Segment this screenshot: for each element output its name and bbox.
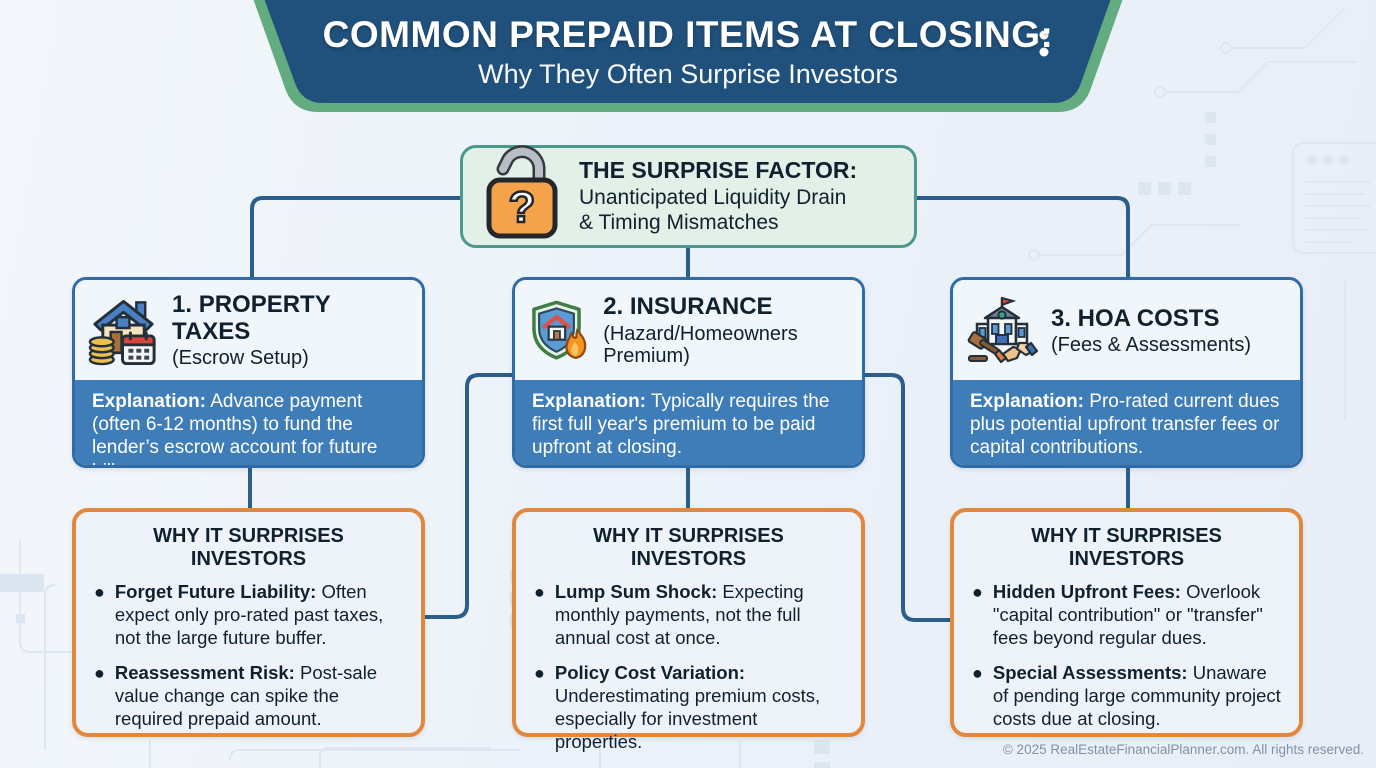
- why-title: WHY IT SURPRISES INVESTORS: [1031, 525, 1222, 570]
- bullet-lead: Hidden Upfront Fees:: [992, 581, 1181, 602]
- property-taxes-card-header: 1. PROPERTY TAXES (Escrow Setup): [75, 280, 422, 380]
- hoa-building-gavel-handshake-icon: [967, 296, 1039, 364]
- explanation-text: Pro-rated current dues plus potential up…: [970, 391, 1280, 459]
- why-bullet: ● Policy Cost Variation: Underestimating…: [534, 662, 843, 754]
- banner-blue-fill: [264, 0, 1111, 103]
- bullet-lead: Lump Sum Shock:: [554, 581, 718, 602]
- why-bullet: ● Hidden Upfront Fees: Overlook "capital…: [972, 581, 1281, 650]
- copyright-notice: © 2025 RealEstateFinancialPlanner.com. A…: [1002, 742, 1364, 757]
- insurance-card: 2. INSURANCE (Hazard/Homeowners Premium)…: [512, 277, 865, 468]
- page-subtitle: Why They Often Surprise Investors: [478, 58, 898, 89]
- hoa-costs-subtitle: (Fees & Assessments): [1051, 334, 1252, 356]
- insurance-why-box: WHY IT SURPRISES INVESTORS ● Lump Sum Sh…: [512, 508, 865, 752]
- hoa-costs-explanation: Explanation: Pro-rated current dues plus…: [953, 380, 1300, 465]
- property-taxes-why-box: WHY IT SURPRISES INVESTORS ● Forget Futu…: [72, 508, 425, 737]
- bullet-lead: Reassessment Risk:: [114, 661, 295, 683]
- insurance-explanation: Explanation: Typically requires the firs…: [515, 380, 862, 465]
- shield-house-flame-icon: [532, 300, 587, 360]
- insurance-card-header: 2. INSURANCE (Hazard/Homeowners Premium): [515, 280, 862, 380]
- bullet-text: Special Assessments: Unaware of pending …: [993, 662, 1281, 731]
- header-text: COMMON PREPAID ITEMS AT CLOSING: Why The…: [300, 14, 1076, 90]
- house-coins-calendar-icon: [88, 299, 156, 366]
- surprise-factor-box: ? THE SURPRISE FACTOR: Unanticipated Liq…: [460, 144, 917, 248]
- why-title: WHY IT SURPRISES INVESTORS: [593, 525, 784, 570]
- why-bullet: ● Reassessment Risk: Post-sale value cha…: [94, 662, 403, 731]
- explanation-text: Advance payment (often 6-12 months) to f…: [92, 391, 378, 465]
- surprise-factor-text: THE SURPRISE FACTOR: Unanticipated Liqui…: [579, 157, 857, 236]
- explanation-label: Explanation:: [970, 391, 1085, 412]
- surprise-factor-title: THE SURPRISE FACTOR:: [579, 157, 858, 184]
- open-padlock-question-icon: ?: [486, 144, 558, 238]
- property-taxes-title: 1. PROPERTY TAXES: [172, 291, 331, 345]
- why-bullet: ● Forget Future Liability: Often expect …: [94, 581, 403, 650]
- bullet-text: Hidden Upfront Fees: Overlook "capital c…: [993, 581, 1281, 650]
- bullet-rest: Post-sale value change can spike the req…: [114, 661, 378, 729]
- bullet-lead: Forget Future Liability:: [114, 581, 317, 602]
- bullet-rest: Unaware of pending large community proje…: [992, 661, 1281, 729]
- why-bullet: ● Lump Sum Shock: Expecting monthly paym…: [534, 581, 843, 650]
- bullet-rest: Often expect only pro-rated past taxes, …: [114, 581, 384, 648]
- hoa-costs-card: 3. HOA COSTS (Fees & Assessments) Explan…: [950, 277, 1303, 468]
- bullet-dot: ●: [94, 662, 105, 683]
- bullet-lead: Special Assessments:: [992, 661, 1188, 683]
- bullet-dot: ●: [972, 662, 983, 683]
- explanation-label: Explanation:: [92, 391, 207, 412]
- bullet-text: Reassessment Risk: Post-sale value chang…: [115, 662, 403, 731]
- property-taxes-card: 1. PROPERTY TAXES (Escrow Setup) Explana…: [72, 277, 425, 468]
- insurance-title: 2. INSURANCE: [603, 293, 773, 321]
- insurance-title-block: 2. INSURANCE (Hazard/Homeowners Premium): [603, 293, 852, 368]
- property-taxes-subtitle: (Escrow Setup): [172, 347, 309, 370]
- hoa-costs-title: 3. HOA COSTS: [1051, 304, 1220, 332]
- hoa-costs-why-box: WHY IT SURPRISES INVESTORS ● Hidden Upfr…: [950, 508, 1303, 737]
- banner-dot: [1039, 30, 1049, 40]
- header-banner: [253, 0, 1123, 112]
- bullet-dot: ●: [534, 582, 545, 602]
- bullet-dot: ●: [534, 662, 545, 683]
- banner-dot: [1039, 47, 1049, 57]
- insurance-subtitle: (Hazard/Homeowners Premium): [603, 322, 798, 368]
- bullet-text: Lump Sum Shock: Expecting monthly paymen…: [555, 581, 843, 650]
- bullet-dot: ●: [972, 582, 983, 602]
- bullet-rest: Overlook "capital contribution" or "tran…: [992, 581, 1263, 648]
- explanation-text: Typically requires the first full year's…: [532, 391, 830, 459]
- hoa-costs-title-block: 3. HOA COSTS (Fees & Assessments): [1051, 304, 1252, 357]
- bullet-rest: Underestimating premium costs, especiall…: [554, 684, 821, 752]
- explanation-label: Explanation:: [532, 391, 647, 412]
- why-bullet: ● Special Assessments: Unaware of pendin…: [972, 662, 1281, 731]
- property-taxes-title-block: 1. PROPERTY TAXES (Escrow Setup): [172, 292, 412, 369]
- bullet-dot: ●: [94, 582, 105, 602]
- surprise-factor-line2: & Timing Mismatches: [579, 211, 779, 235]
- bullet-text: Policy Cost Variation: Underestimating p…: [555, 662, 843, 754]
- bullet-lead: Policy Cost Variation:: [554, 661, 746, 683]
- page-title: COMMON PREPAID ITEMS AT CLOSING:: [322, 14, 1054, 55]
- bullet-rest: Expecting monthly payments, not the full…: [554, 581, 804, 648]
- property-taxes-explanation: Explanation: Advance payment (often 6-12…: [75, 380, 422, 465]
- hoa-costs-card-header: 3. HOA COSTS (Fees & Assessments): [953, 280, 1300, 380]
- svg-text:?: ?: [509, 183, 536, 232]
- why-title: WHY IT SURPRISES INVESTORS: [153, 525, 344, 570]
- surprise-factor-line1: Unanticipated Liquidity Drain: [579, 185, 847, 209]
- bullet-text: Forget Future Liability: Often expect on…: [115, 581, 403, 650]
